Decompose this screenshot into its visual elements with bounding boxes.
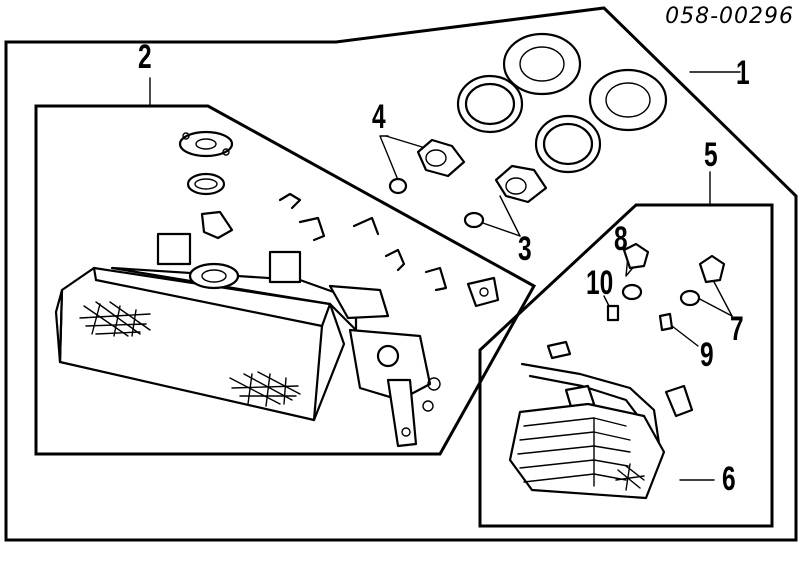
headlight-small-parts bbox=[178, 130, 500, 308]
callout-8: 8 bbox=[614, 220, 628, 258]
callout-9: 9 bbox=[700, 336, 714, 374]
leader-7a bbox=[693, 295, 733, 317]
callout-7: 7 bbox=[730, 310, 744, 348]
callout-10: 10 bbox=[586, 264, 614, 302]
leader-4a bbox=[379, 135, 399, 181]
callout-2: 2 bbox=[138, 38, 152, 76]
callout-5: 5 bbox=[704, 136, 718, 174]
headlight-bulbs-group bbox=[388, 32, 668, 229]
corner-lamp-frame bbox=[478, 203, 774, 528]
leader-7b bbox=[711, 277, 733, 317]
leader-9 bbox=[671, 325, 699, 347]
corner-lamp-assembly bbox=[508, 242, 726, 500]
callout-3: 3 bbox=[518, 230, 532, 268]
outer-frame bbox=[4, 6, 798, 542]
diagram-code: 058-00296 bbox=[665, 4, 794, 29]
callout-4: 4 bbox=[372, 98, 386, 136]
leader-3b bbox=[499, 195, 521, 237]
leader-3a bbox=[479, 221, 521, 237]
headlight-assembly bbox=[54, 232, 441, 448]
callout-6: 6 bbox=[722, 460, 736, 498]
headlight-frame bbox=[34, 104, 537, 456]
callout-1: 1 bbox=[736, 54, 750, 92]
